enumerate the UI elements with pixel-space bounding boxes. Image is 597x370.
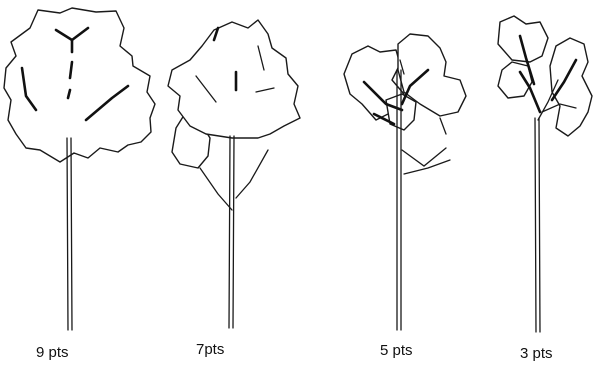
tree-3-pts-left-canopy	[498, 16, 548, 62]
tree-9-pts-trunk	[71, 138, 72, 330]
tree-3-pts	[498, 16, 592, 332]
tree-7-pts-trunk	[233, 136, 234, 328]
tree-7-pts-branch	[200, 168, 232, 210]
tree-7-pts	[168, 20, 300, 328]
tree-7-pts-canopy	[168, 20, 300, 138]
tree-label-5-pts: 5 pts	[380, 342, 413, 359]
tree-3-pts-right-canopy	[550, 38, 592, 136]
tree-9-pts	[4, 8, 155, 330]
tree-3-pts-trunk	[535, 118, 536, 332]
tree-5-pts	[344, 34, 466, 330]
tree-7-pts-branch	[236, 150, 268, 198]
tree-5-pts-branch	[404, 160, 450, 174]
tree-3-pts-trunk	[539, 118, 540, 332]
tree-label-3-pts: 3 pts	[520, 345, 553, 362]
tree-label-7-pts: 7pts	[196, 341, 224, 358]
tree-3-pts-lower-left-canopy	[498, 62, 532, 98]
tree-5-pts-branch	[440, 118, 446, 134]
tree-9-pts-trunk	[67, 138, 68, 330]
tree-label-9-pts: 9 pts	[36, 344, 69, 361]
tree-9-pts-canopy	[4, 8, 155, 162]
tree-7-pts-trunk	[229, 136, 230, 328]
tree-3-pts-branch	[538, 80, 558, 120]
